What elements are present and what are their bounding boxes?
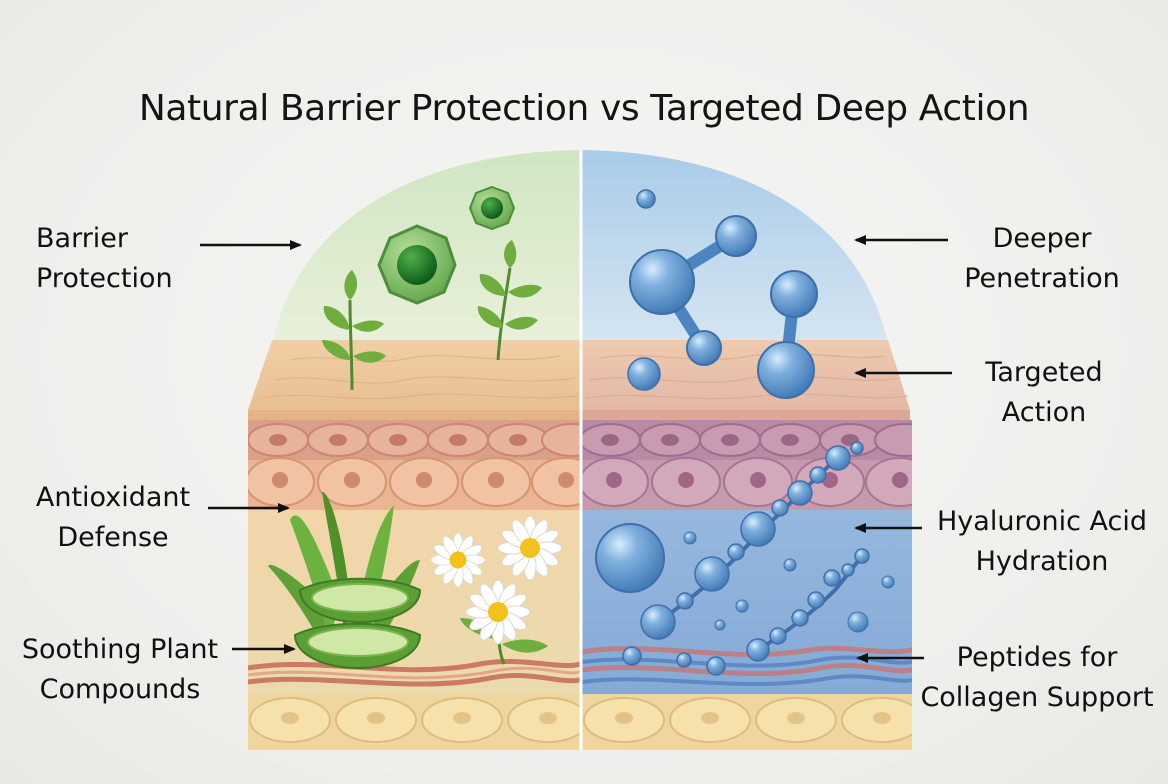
label-line: Soothing Plant xyxy=(21,634,219,665)
cell-icon xyxy=(377,224,457,305)
label-line: Antioxidant xyxy=(35,482,191,513)
bubble-icon xyxy=(683,531,895,656)
leaf-icon xyxy=(322,270,386,391)
peptide-chain-icon xyxy=(622,646,726,676)
label-line: Hydration xyxy=(975,546,1109,577)
label-line: Action xyxy=(1001,397,1087,428)
label-line: Deeper xyxy=(992,223,1092,254)
label-targeted-action: Targeted Action xyxy=(964,353,1124,433)
bubble-icon xyxy=(627,357,661,391)
label-barrier-protection: Barrier Protection xyxy=(36,219,173,299)
label-hyaluronic-acid-hydration: Hyaluronic Acid Hydration xyxy=(928,502,1156,582)
daisy-icon xyxy=(460,579,548,665)
label-line: Peptides for xyxy=(956,642,1118,673)
molecule-icon xyxy=(757,270,818,399)
label-soothing-plant-compounds: Soothing Plant Compounds xyxy=(12,630,228,710)
label-line: Collagen Support xyxy=(920,682,1154,713)
label-line: Hyaluronic Acid xyxy=(937,506,1147,537)
daisy-icon xyxy=(497,515,563,581)
aloe-icon xyxy=(268,491,422,670)
daisy-icon xyxy=(430,532,486,588)
label-line: Protection xyxy=(36,263,173,294)
label-antioxidant-defense: Antioxidant Defense xyxy=(28,478,198,558)
label-peptides-collagen-support: Peptides for Collagen Support xyxy=(912,638,1162,718)
molecule-icon xyxy=(629,215,757,366)
peptide-chain-icon xyxy=(640,441,864,640)
leaf-icon xyxy=(477,240,542,361)
cell-icon xyxy=(468,185,516,231)
label-line: Targeted xyxy=(985,357,1103,388)
label-deeper-penetration: Deeper Penetration xyxy=(952,219,1132,299)
label-line: Barrier xyxy=(36,223,129,254)
label-line: Compounds xyxy=(39,674,201,705)
label-line: Penetration xyxy=(964,263,1120,294)
page-title: Natural Barrier Protection vs Targeted D… xyxy=(138,88,1030,129)
bubble-icon xyxy=(636,189,656,209)
label-line: Defense xyxy=(57,522,169,553)
callout-arrows xyxy=(200,235,952,663)
left-skin-block xyxy=(248,340,580,750)
bubble-icon xyxy=(595,523,665,593)
peptide-chain-icon xyxy=(746,548,870,662)
